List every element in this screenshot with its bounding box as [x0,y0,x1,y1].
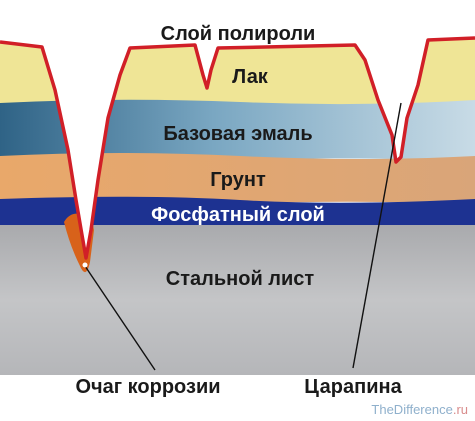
label-polish-layer: Слой полироли [161,23,316,45]
corrosion-point [82,262,88,268]
scratch-leader-line [352,102,402,369]
watermark: TheDifference.ru [371,402,468,417]
polish-layer-outline [0,36,475,260]
label-phosphate-layer: Фосфатный слой [151,204,325,226]
corrosion-leader-line [84,265,156,371]
label-varnish: Лак [232,66,269,88]
label-base-enamel: Базовая эмаль [163,123,312,145]
steel-sheet-layer [0,225,475,375]
watermark-brand: TheDifference [371,402,452,417]
label-corrosion-spot: Очаг коррозии [75,376,220,398]
watermark-tld: .ru [453,402,468,417]
label-scratch: Царапина [304,376,402,398]
label-primer: Грунт [210,169,266,191]
varnish-layer [0,38,475,112]
phosphate-layer [0,196,475,230]
primer-layer [0,153,475,206]
label-steel-sheet: Стальной лист [166,268,315,290]
base-enamel-layer [0,99,475,162]
